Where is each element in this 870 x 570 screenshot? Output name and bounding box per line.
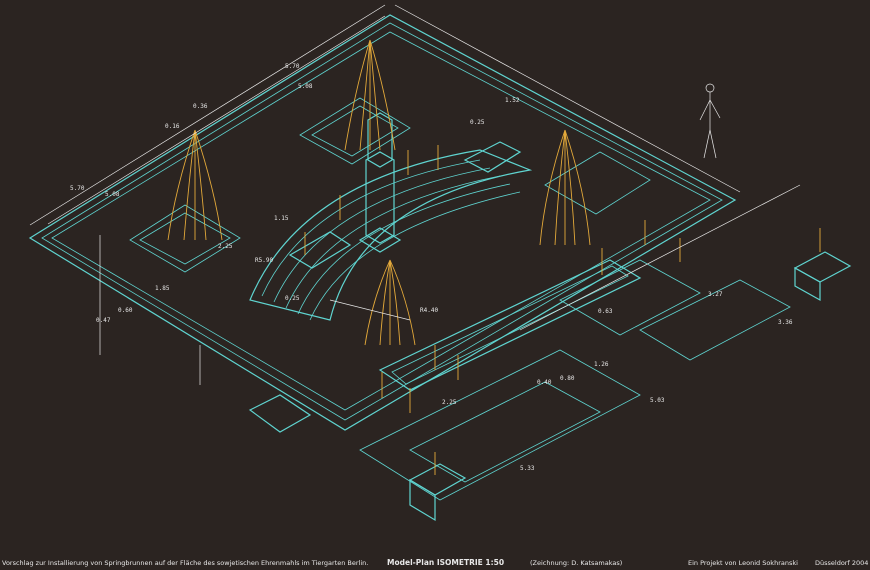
dim-label: 0.63: [598, 308, 613, 315]
lawn-squares: [129, 97, 651, 273]
central-monument: [358, 112, 402, 253]
fountains: [167, 39, 821, 475]
dim-label: 0.25: [470, 119, 485, 126]
outer-platform: [28, 14, 737, 431]
dim-label: 2.25: [442, 399, 457, 406]
footer-caption: Vorschlag zur Installierung von Springbr…: [2, 559, 369, 567]
dim-label: R4.40: [420, 307, 438, 314]
dim-label: 1.15: [274, 215, 289, 222]
dim-label: 1.85: [155, 285, 170, 292]
dimension-lines: [29, 4, 801, 385]
dim-label: 5.70: [70, 185, 85, 192]
footer-title: Model-Plan ISOMETRIE 1:50: [387, 558, 505, 567]
colonnade: [249, 141, 533, 321]
dim-label: 0.47: [96, 317, 111, 324]
dim-label: 0.36: [193, 103, 208, 110]
dimension-labels: 5.70 5.08 0.36 0.16 5.70 5.08 1.15 0.60 …: [70, 63, 793, 472]
dim-label: 5.08: [298, 83, 313, 90]
promenade: [359, 259, 791, 501]
dim-label: 3.27: [708, 291, 723, 298]
dim-label: 5.08: [105, 191, 120, 198]
human-figure: [699, 83, 721, 159]
dim-label: 0.16: [165, 123, 180, 130]
dim-label: 5.03: [650, 397, 665, 404]
dim-label: 1.52: [505, 97, 520, 104]
dim-label: 0.80: [560, 375, 575, 382]
dim-label: 0.60: [118, 307, 133, 314]
isometric-plan-drawing: 5.70 5.08 0.36 0.16 5.70 5.08 1.15 0.60 …: [28, 4, 852, 522]
dim-label: 0.25: [285, 295, 300, 302]
dim-label: 1.26: [594, 361, 609, 368]
footer-project: Ein Projekt von Leonid Sokhranski: [688, 559, 798, 567]
dim-label: 3.36: [778, 319, 793, 326]
dim-label: 5.70: [285, 63, 300, 70]
dim-label: 0.40: [537, 379, 552, 386]
dim-label: 5.33: [520, 465, 535, 472]
dim-label: 2.25: [218, 243, 233, 250]
pedestals: [248, 251, 852, 522]
dim-label: R5.90: [255, 257, 273, 264]
footer-credit: (Zeichnung: D. Katsamakas): [530, 559, 623, 567]
footer-place-date: Düsseldorf 2004: [815, 559, 869, 567]
footer-bar: Vorschlag zur Installierung von Springbr…: [0, 556, 870, 570]
